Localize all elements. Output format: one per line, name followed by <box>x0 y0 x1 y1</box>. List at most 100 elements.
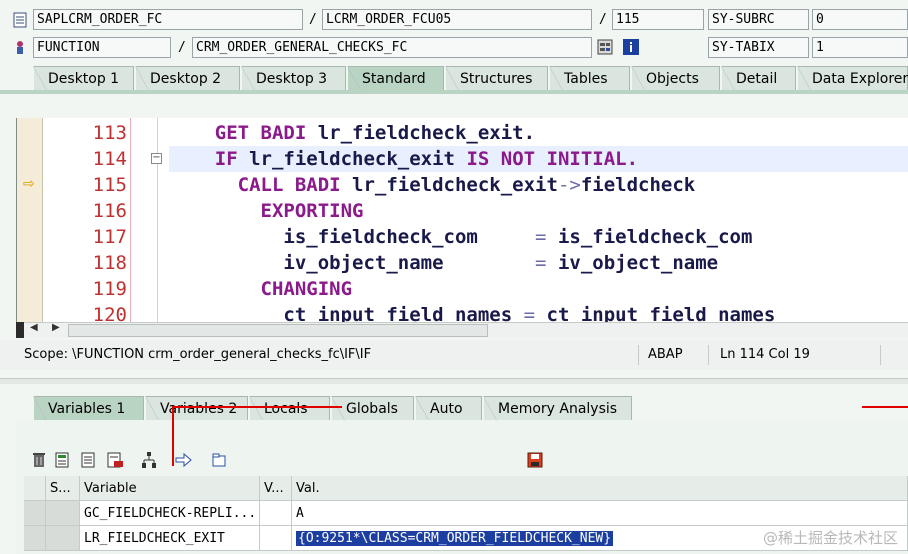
tab-tables[interactable]: Tables <box>549 66 630 91</box>
tab-standard[interactable]: Standard <box>347 66 444 91</box>
variable-v <box>260 526 292 551</box>
variables-tab-strip: Variables 1 Variables 2 Locals Globals A… <box>0 396 908 421</box>
sysvar1-name[interactable]: SY-SUBRC <box>708 9 809 30</box>
separator-slash: / <box>599 12 607 27</box>
hierarchy-icon[interactable] <box>140 451 158 469</box>
event-name-field[interactable]: CRM_ORDER_GENERAL_CHECKS_FC <box>192 37 592 58</box>
collapse-icon[interactable]: − <box>151 152 162 164</box>
table-row[interactable]: LR_FIELDCHECK_EXIT {O:9251*\CLASS=CRM_OR… <box>24 526 908 551</box>
display-source-icon[interactable] <box>597 39 613 55</box>
line-number-separator <box>130 118 131 322</box>
row-selector[interactable] <box>24 526 46 551</box>
code-token: lr_fieldcheck_exit <box>352 174 558 196</box>
code-line[interactable]: GET BADI lr_fieldcheck_exit. <box>169 120 535 146</box>
code-line[interactable]: iv_object_name = iv_object_name <box>169 250 718 276</box>
variable-name[interactable]: GC_FIELDCHECK-REPLI... <box>80 501 260 526</box>
code-line[interactable]: CHANGING <box>169 276 353 302</box>
code-token: is_fieldcheck_com <box>283 226 478 248</box>
variable-name[interactable]: LR_FIELDCHECK_EXIT <box>80 526 260 551</box>
code-token: fieldcheck <box>580 174 696 196</box>
include-field[interactable]: LCRM_ORDER_FCU05 <box>322 9 592 30</box>
sysvar1-value[interactable]: 0 <box>812 9 908 30</box>
separator-slash: / <box>309 12 317 27</box>
scroll-right-icon[interactable]: ▶ <box>52 322 60 333</box>
tab-locals[interactable]: Locals <box>249 396 330 421</box>
save-icon[interactable] <box>526 451 544 469</box>
folder-icon[interactable] <box>210 451 228 469</box>
sysvar2-name[interactable]: SY-TABIX <box>708 37 809 58</box>
tab-variables-2[interactable]: Variables 2 <box>145 396 248 421</box>
delete-icon[interactable] <box>30 451 48 469</box>
tab-structures[interactable]: Structures <box>445 66 548 91</box>
display-row-icon[interactable] <box>80 451 98 469</box>
grid-header: S... Variable V... Val. <box>24 476 908 501</box>
pane-splitter[interactable] <box>0 378 908 384</box>
code-line[interactable]: EXPORTING <box>169 198 364 224</box>
tab-variables-1[interactable]: Variables 1 <box>33 396 144 421</box>
line-number: 113 <box>92 122 127 144</box>
event-type-field[interactable]: FUNCTION <box>33 37 171 58</box>
code-line[interactable]: is_fieldcheck_com = is_fieldcheck_com <box>169 224 752 250</box>
program-icon <box>12 12 28 28</box>
delete-row-icon[interactable] <box>106 451 124 469</box>
tab-memory-analysis[interactable]: Memory Analysis <box>483 396 632 421</box>
col-header-v[interactable]: V... <box>260 476 292 501</box>
code-token: = <box>443 252 558 274</box>
code-token: iv_object_name <box>557 252 719 274</box>
sysvar2-value[interactable]: 1 <box>812 37 908 58</box>
col-header-s[interactable]: S... <box>46 476 80 501</box>
editor-horizontal-scrollbar[interactable]: ◀ ▶ <box>16 322 908 338</box>
selected-value[interactable]: {O:9251*\CLASS=CRM_ORDER_FIELDCHECK_NEW} <box>296 531 614 546</box>
line-number: 115 <box>92 174 127 196</box>
function-icon <box>12 39 28 55</box>
tab-data-explorer[interactable]: Data Explorer <box>797 66 908 91</box>
line-number: 117 <box>92 226 127 248</box>
code-line[interactable]: CALL BADI lr_fieldcheck_exit->fieldcheck <box>169 172 696 198</box>
row-status <box>46 526 80 551</box>
code-line[interactable]: ct_input_field_names = ct_input_field_na… <box>169 302 775 322</box>
code-token: = <box>512 304 547 322</box>
execution-pointer-icon: ⇨ <box>23 176 35 192</box>
line-field[interactable]: 115 <box>612 9 704 30</box>
breakpoint-gutter[interactable] <box>17 118 43 322</box>
tab-auto[interactable]: Auto <box>415 396 482 421</box>
row-selector[interactable] <box>24 501 46 526</box>
tab-desktop-3[interactable]: Desktop 3 <box>241 66 346 91</box>
scroll-left-icon[interactable]: ◀ <box>30 322 38 333</box>
fold-guide <box>157 118 158 322</box>
line-number: 114 <box>92 148 127 170</box>
variable-value[interactable]: A <box>292 501 908 526</box>
tab-detail[interactable]: Detail <box>721 66 796 91</box>
col-header-selector[interactable] <box>24 476 46 501</box>
scrollbar-thumb[interactable] <box>68 324 488 337</box>
code-token: IS NOT INITIAL. <box>466 148 639 170</box>
tab-objects[interactable]: Objects <box>631 66 720 91</box>
tab-desktop-2[interactable]: Desktop 2 <box>135 66 240 91</box>
line-number: 119 <box>92 278 127 300</box>
line-number: 116 <box>92 200 127 222</box>
col-header-value[interactable]: Val. <box>292 476 908 501</box>
table-row[interactable]: GC_FIELDCHECK-REPLI... A <box>24 501 908 526</box>
insert-row-icon[interactable] <box>54 451 72 469</box>
code-token: iv_object_name <box>283 252 444 274</box>
navigate-icon[interactable] <box>174 451 192 469</box>
program-field[interactable]: SAPLCRM_ORDER_FC <box>33 9 303 30</box>
annotation-line <box>172 406 174 466</box>
variable-v <box>260 501 292 526</box>
code-line[interactable]: IF lr_fieldcheck_exit IS NOT INITIAL. <box>169 146 638 172</box>
tab-globals[interactable]: Globals <box>331 396 414 421</box>
variable-value[interactable]: {O:9251*\CLASS=CRM_ORDER_FIELDCHECK_NEW} <box>292 526 908 551</box>
code-token: EXPORTING <box>260 200 364 222</box>
tab-underline <box>0 90 908 94</box>
info-icon[interactable] <box>623 39 639 55</box>
code-token: CHANGING <box>260 278 353 300</box>
code-token: ct_input_field_names <box>546 304 776 322</box>
code-token: lr_fieldcheck_exit <box>249 148 467 170</box>
editor-left-scrollbar-stub[interactable] <box>16 322 24 338</box>
code-token: CALL BADI <box>237 174 353 196</box>
tab-desktop-1[interactable]: Desktop 1 <box>33 66 134 91</box>
code-token: GET BADI <box>214 122 318 144</box>
code-token: ct_input_field_names <box>283 304 513 322</box>
col-header-variable[interactable]: Variable <box>80 476 260 501</box>
